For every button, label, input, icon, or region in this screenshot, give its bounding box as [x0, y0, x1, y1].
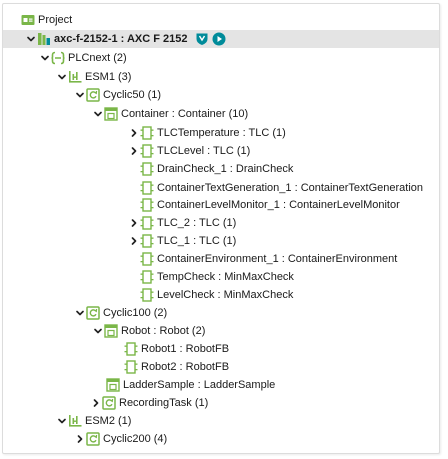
node-label: TLC_1 : TLC (1)	[157, 235, 237, 247]
tree-node-tlc-2[interactable]: TLC_2 : TLC (1)	[3, 214, 439, 232]
task-icon	[86, 432, 100, 446]
tree-node-controller[interactable]: axc-f-2152-1 : AXC F 2152	[3, 30, 439, 48]
chevron-down-icon[interactable]	[74, 86, 86, 104]
node-label: TLC_2 : TLC (1)	[157, 217, 237, 229]
chevron-right-icon[interactable]	[128, 232, 140, 250]
function-block-icon	[140, 252, 154, 266]
esm-icon	[68, 70, 82, 84]
tree-node-cyclic200[interactable]: Cyclic200 (4)	[3, 430, 439, 448]
node-label: ContainerEnvironment_1 : ContainerEnviro…	[157, 253, 398, 265]
chevron-down-icon[interactable]	[25, 30, 37, 48]
chevron-down-icon[interactable]	[92, 322, 104, 340]
tree-node-esm1[interactable]: ESM1 (3)	[3, 68, 439, 86]
function-block-icon	[140, 216, 154, 230]
tree-node-tlc-level[interactable]: TLCLevel : TLC (1)	[3, 142, 439, 160]
tree-node-cyclic100[interactable]: Cyclic100 (2)	[3, 304, 439, 322]
chevron-down-icon[interactable]	[92, 105, 104, 123]
function-block-icon	[124, 342, 138, 356]
esm-icon	[68, 414, 82, 428]
tree-node-container-environment[interactable]: ContainerEnvironment_1 : ContainerEnviro…	[3, 250, 439, 268]
node-label: LevelCheck : MinMaxCheck	[157, 289, 294, 301]
function-block-icon	[140, 234, 154, 248]
node-label: Cyclic100 (2)	[103, 307, 168, 319]
node-label: TempCheck : MinMaxCheck	[157, 271, 294, 283]
tree-node-plcnext[interactable]: PLCnext (2)	[3, 49, 439, 67]
tree-node-cyclic50[interactable]: Cyclic50 (1)	[3, 86, 439, 104]
play-icon[interactable]	[212, 32, 226, 46]
plcnext-icon	[51, 51, 65, 65]
node-label: ContainerTextGeneration_1 : ContainerTex…	[157, 182, 423, 194]
node-label: ContainerLevelMonitor_1 : ContainerLevel…	[157, 199, 400, 211]
project-icon	[21, 13, 35, 27]
tree-node-ladder-sample[interactable]: LadderSample : LadderSample	[3, 376, 439, 394]
tree-node-robot1[interactable]: Robot1 : RobotFB	[3, 340, 439, 358]
chevron-right-icon[interactable]	[74, 430, 86, 448]
node-label: Cyclic50 (1)	[103, 89, 162, 101]
chevron-right-icon[interactable]	[90, 394, 102, 412]
tree-node-robot2[interactable]: Robot2 : RobotFB	[3, 358, 439, 376]
function-block-icon	[140, 270, 154, 284]
tree-node-container-level-monitor[interactable]: ContainerLevelMonitor_1 : ContainerLevel…	[3, 196, 439, 214]
chevron-down-icon[interactable]	[56, 412, 68, 430]
node-label: RecordingTask (1)	[119, 397, 209, 409]
node-label: ESM1 (3)	[85, 71, 132, 83]
tree-node-container[interactable]: Container : Container (10)	[3, 105, 439, 123]
tree-node-recording-task[interactable]: RecordingTask (1)	[3, 394, 439, 412]
node-label: DrainCheck_1 : DrainCheck	[157, 163, 294, 175]
node-label: Project	[38, 14, 73, 26]
node-label: LadderSample : LadderSample	[123, 379, 276, 391]
chevron-down-icon[interactable]	[39, 49, 51, 67]
function-block-icon	[140, 288, 154, 302]
node-label: TLCTemperature : TLC (1)	[157, 127, 286, 139]
tree-node-temp-check[interactable]: TempCheck : MinMaxCheck	[3, 268, 439, 286]
node-label: Cyclic200 (4)	[103, 433, 168, 445]
chevron-down-icon[interactable]	[74, 304, 86, 322]
task-icon	[86, 306, 100, 320]
node-label: Robot : Robot (2)	[121, 325, 206, 337]
function-block-icon	[140, 181, 154, 195]
task-icon	[102, 396, 116, 410]
chevron-right-icon[interactable]	[128, 124, 140, 142]
chevron-right-icon[interactable]	[128, 142, 140, 160]
program-icon	[104, 107, 118, 121]
chevron-right-icon[interactable]	[128, 214, 140, 232]
function-block-icon	[124, 360, 138, 374]
node-label: Container : Container (10)	[121, 108, 249, 120]
controller-icon	[37, 32, 51, 46]
tree-node-project[interactable]: Project	[3, 11, 439, 29]
node-label: Robot1 : RobotFB	[141, 343, 230, 355]
function-block-icon	[140, 162, 154, 176]
node-label: PLCnext (2)	[68, 52, 127, 64]
tree-node-tlc-1[interactable]: TLC_1 : TLC (1)	[3, 232, 439, 250]
node-label: TLCLevel : TLC (1)	[157, 145, 251, 157]
function-block-icon	[140, 126, 154, 140]
function-block-icon	[140, 144, 154, 158]
program-icon	[106, 378, 120, 392]
tree-node-container-text-generation[interactable]: ContainerTextGeneration_1 : ContainerTex…	[3, 179, 439, 197]
node-label: Robot2 : RobotFB	[141, 361, 230, 373]
tree-node-robot[interactable]: Robot : Robot (2)	[3, 322, 439, 340]
project-tree-panel: Project axc-f-2152-1 : AXC F 2152 PLCnex…	[2, 3, 440, 454]
node-label: ESM2 (1)	[85, 415, 132, 427]
node-label: axc-f-2152-1 : AXC F 2152	[54, 33, 188, 45]
program-icon	[104, 324, 118, 338]
tree-node-tlc-temperature[interactable]: TLCTemperature : TLC (1)	[3, 124, 439, 142]
task-icon	[86, 88, 100, 102]
tree-node-drain-check[interactable]: DrainCheck_1 : DrainCheck	[3, 160, 439, 178]
tree-node-level-check[interactable]: LevelCheck : MinMaxCheck	[3, 286, 439, 304]
tree-node-esm2[interactable]: ESM2 (1)	[3, 412, 439, 430]
function-block-icon	[140, 198, 154, 212]
shield-icon[interactable]	[195, 32, 209, 46]
chevron-down-icon[interactable]	[56, 68, 68, 86]
